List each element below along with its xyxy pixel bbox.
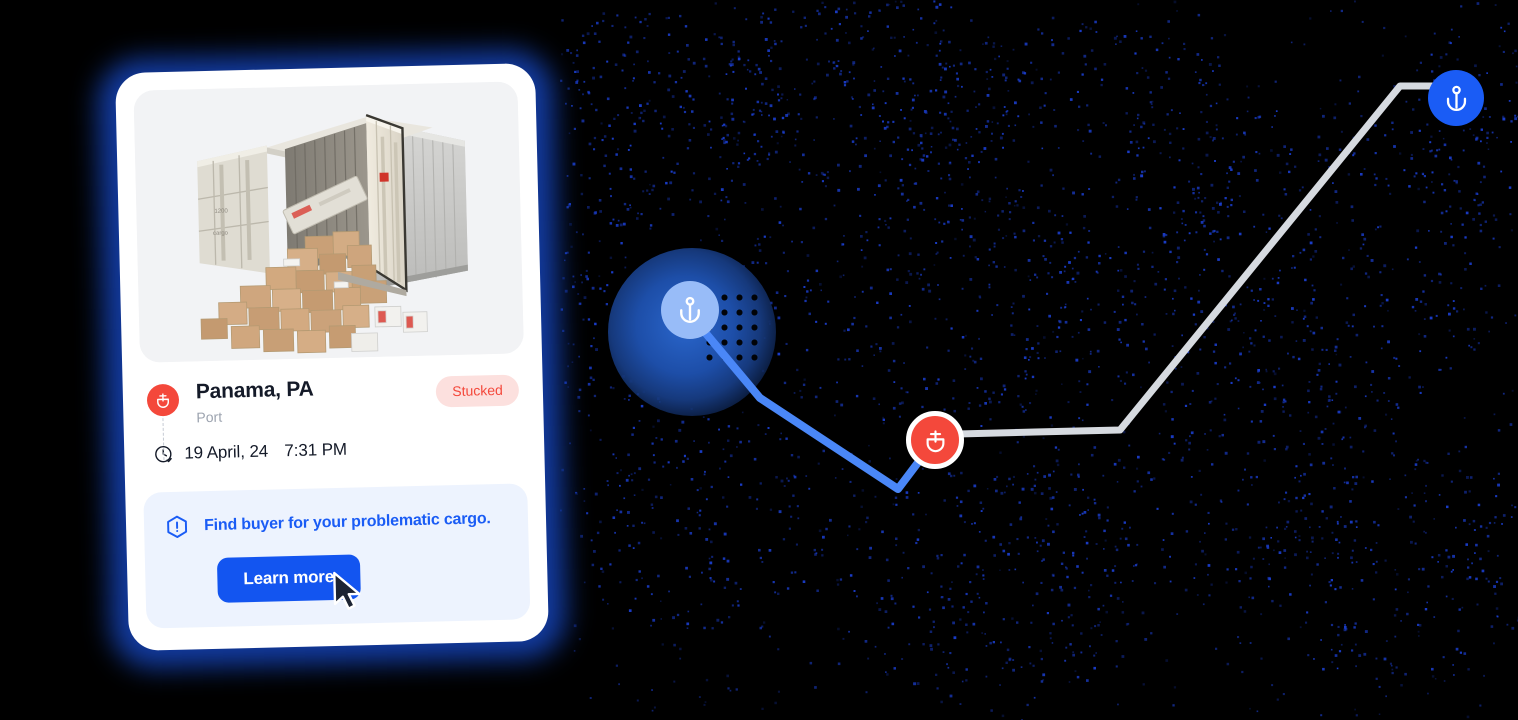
shipping-container-illustration: 1200 cargo (133, 81, 524, 363)
learn-more-button[interactable]: Learn more (216, 554, 361, 603)
svg-text:1200: 1200 (214, 208, 228, 214)
map-marker-current-vessel[interactable] (906, 411, 964, 469)
promo-header: Find buyer for your problematic cargo. (164, 506, 509, 540)
location-text-group: Panama, PA Port (195, 375, 437, 426)
location-row: Panama, PA Port Stucked (146, 373, 520, 426)
promo-message: Find buyer for your problematic cargo. (203, 510, 491, 535)
ship-icon (157, 393, 170, 408)
ship-status-icon-badge (146, 383, 180, 417)
remaining-route-line (954, 82, 1436, 438)
cargo-photo: 1200 cargo (133, 81, 524, 363)
location-name: Panama, PA (195, 377, 314, 404)
shipment-status-block: Panama, PA Port Stucked 19 April, 24 7 (140, 353, 526, 464)
timestamp-date: 19 April, 24 (184, 441, 269, 463)
completed-route-line (689, 314, 936, 493)
timestamp-text: 19 April, 24 7:31 PM (184, 440, 347, 464)
alert-hexagon-icon (167, 515, 188, 539)
map-marker-origin-port[interactable] (661, 281, 719, 339)
timestamp-row: 19 April, 24 7:31 PM (148, 435, 520, 464)
anchor-icon (1446, 85, 1466, 111)
location-type: Port (196, 408, 223, 426)
promo-banner: Find buyer for your problematic cargo. L… (143, 483, 531, 629)
svg-text:cargo: cargo (213, 230, 229, 236)
ship-icon (926, 429, 944, 452)
timestamp-time: 7:31 PM (284, 439, 348, 461)
shipment-card-wrapper: 1200 cargo (96, 48, 568, 670)
anchor-icon (680, 296, 700, 323)
clock-check-icon (155, 445, 172, 463)
map-marker-destination-port[interactable] (1428, 70, 1484, 126)
shipment-status-card: 1200 cargo (115, 62, 549, 652)
status-badge: Stucked (435, 374, 520, 408)
